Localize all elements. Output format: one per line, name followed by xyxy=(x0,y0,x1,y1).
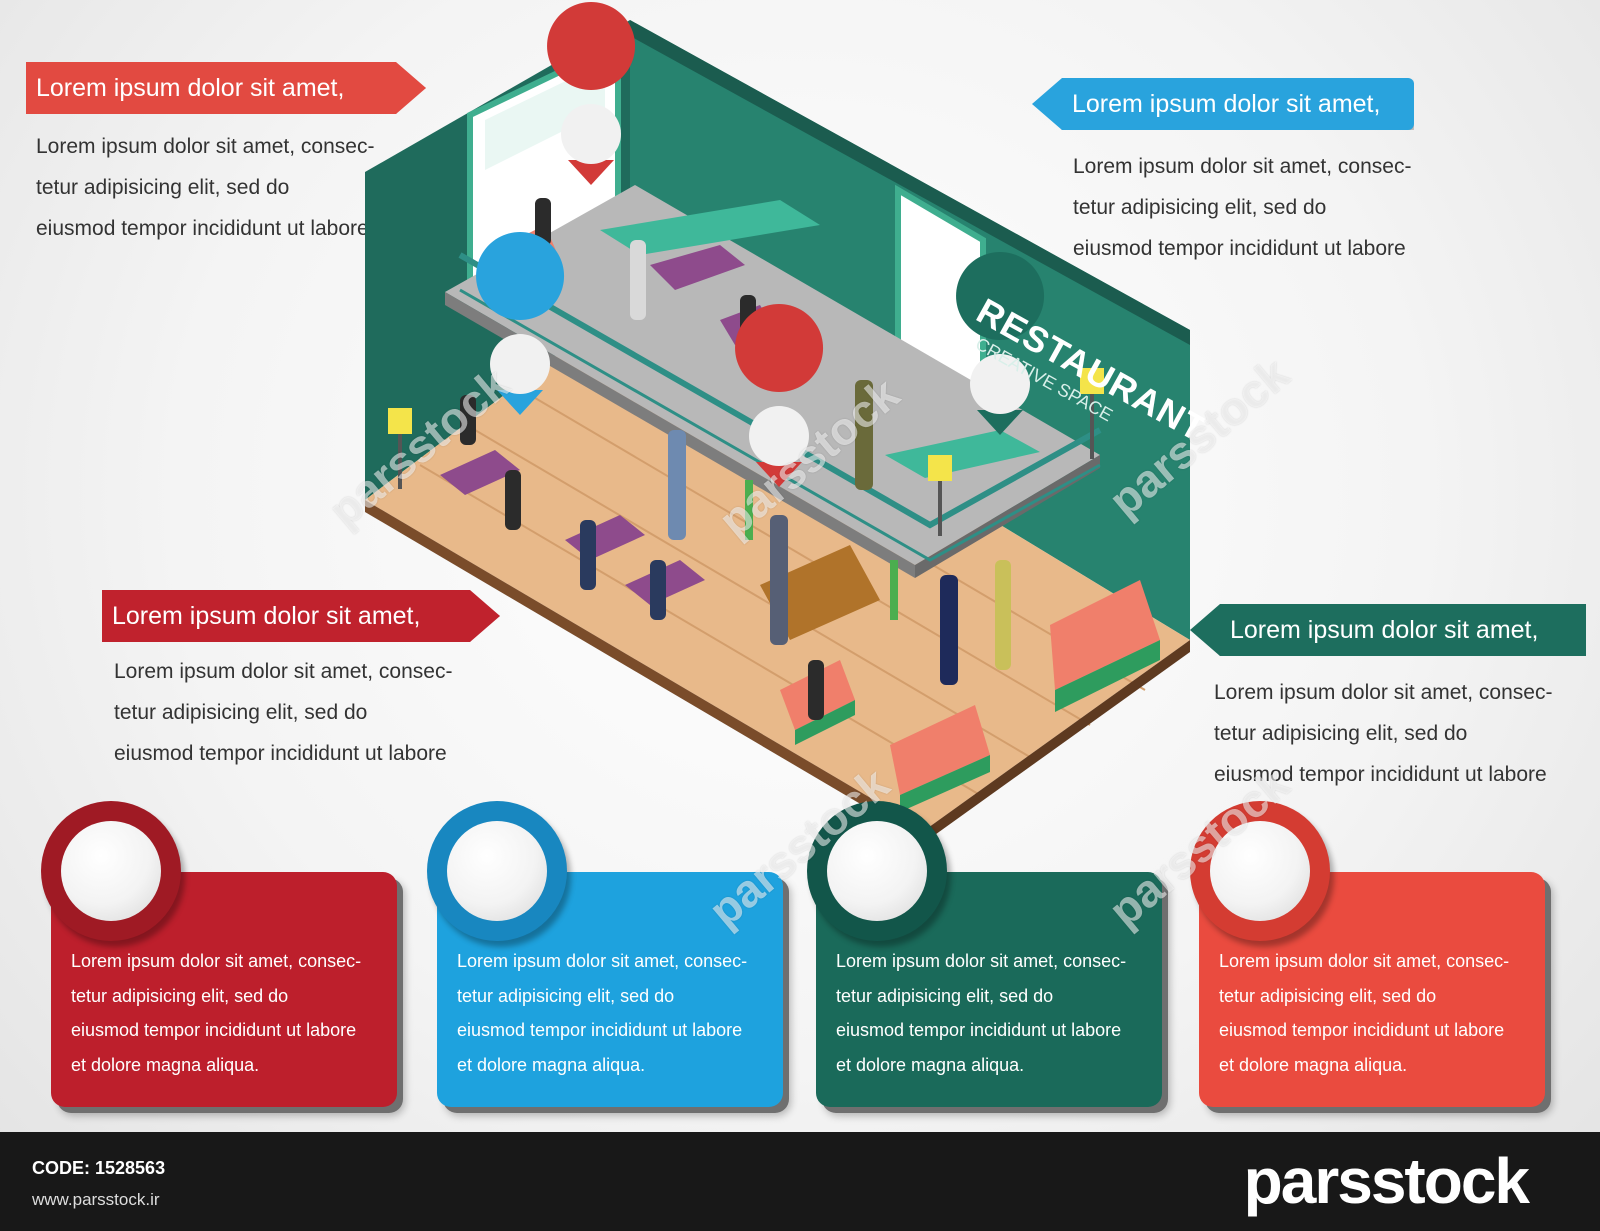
card-line: Lorem ipsum dolor sit amet, consec- xyxy=(457,951,748,971)
card-line: eiusmod tempor incididunt ut labore xyxy=(1219,1020,1505,1040)
description-top-right: Lorem ipsum dolor sit amet, consec- tetu… xyxy=(1073,146,1411,269)
map-pin-icon xyxy=(735,304,824,487)
parsstock-logo: parsstock xyxy=(1243,1145,1530,1217)
description-line: tetur adipisicing elit, sed do xyxy=(114,701,368,724)
card-ring-green xyxy=(807,801,947,941)
description-middle-right: Lorem ipsum dolor sit amet, consec- tetu… xyxy=(1214,672,1552,795)
card-ring-hole xyxy=(827,821,927,921)
card-ring-blue xyxy=(427,801,567,941)
card-line: eiusmod tempor incididunt ut labore xyxy=(457,1020,743,1040)
description-line: Lorem ipsum dolor sit amet, consec- xyxy=(114,660,453,683)
map-pin-icon xyxy=(956,252,1045,435)
card-line: tetur adipisicing elit, sed do xyxy=(836,985,1054,1006)
card-line: Lorem ipsum dolor sit amet, consec- xyxy=(836,951,1127,971)
description-line: eiusmod tempor incididunt ut labore xyxy=(1073,237,1406,260)
footer-bar: CODE: 1528563 www.parsstock.ir parsstock xyxy=(0,1132,1600,1231)
banner-middle-right: Lorem ipsum dolor sit amet, xyxy=(1190,604,1586,656)
description-line: tetur adipisicing elit, sed do xyxy=(1214,722,1468,745)
card-ring-hole xyxy=(61,821,161,921)
card-line: et dolore magna aliqua. xyxy=(836,1054,1025,1075)
banner-top-right: Lorem ipsum dolor sit amet, xyxy=(1032,78,1414,130)
image-code: CODE: 1528563 xyxy=(32,1158,166,1178)
card-line: tetur adipisicing elit, sed do xyxy=(71,985,289,1006)
card-ring-hole xyxy=(1210,821,1310,921)
description-line: eiusmod tempor incididunt ut labore xyxy=(36,217,369,240)
card-line: tetur adipisicing elit, sed do xyxy=(1219,985,1437,1006)
description-middle-left: Lorem ipsum dolor sit amet, consec- tetu… xyxy=(114,651,452,774)
description-line: eiusmod tempor incididunt ut labore xyxy=(114,742,447,765)
card-line: eiusmod tempor incididunt ut labore xyxy=(71,1020,357,1040)
banner-top-left: Lorem ipsum dolor sit amet, xyxy=(26,62,426,114)
card-line: tetur adipisicing elit, sed do xyxy=(457,985,675,1006)
description-line: eiusmod tempor incididunt ut labore xyxy=(1214,763,1547,786)
card-line: eiusmod tempor incididunt ut labore xyxy=(836,1020,1122,1040)
description-line: tetur adipisicing elit, sed do xyxy=(36,176,290,199)
map-pin-icon xyxy=(547,2,636,185)
card-line: Lorem ipsum dolor sit amet, consec- xyxy=(1219,951,1510,971)
description-line: Lorem ipsum dolor sit amet, consec- xyxy=(1214,681,1553,704)
card-line: et dolore magna aliqua. xyxy=(1219,1054,1408,1075)
map-pin-icon xyxy=(476,232,565,415)
site-url[interactable]: www.parsstock.ir xyxy=(32,1190,160,1209)
card-line: et dolore magna aliqua. xyxy=(71,1054,260,1075)
description-line: Lorem ipsum dolor sit amet, consec- xyxy=(1073,155,1412,178)
description-line: Lorem ipsum dolor sit amet, consec- xyxy=(36,135,375,158)
card-line: Lorem ipsum dolor sit amet, consec- xyxy=(71,951,362,971)
card-ring-hole xyxy=(447,821,547,921)
card-ring-orange xyxy=(1190,801,1330,941)
card-ring-red xyxy=(41,801,181,941)
card-line: et dolore magna aliqua. xyxy=(457,1054,646,1075)
description-line: tetur adipisicing elit, sed do xyxy=(1073,196,1327,219)
description-top-left: Lorem ipsum dolor sit amet, consec- tetu… xyxy=(36,126,374,249)
banner-middle-left: Lorem ipsum dolor sit amet, xyxy=(102,590,500,642)
